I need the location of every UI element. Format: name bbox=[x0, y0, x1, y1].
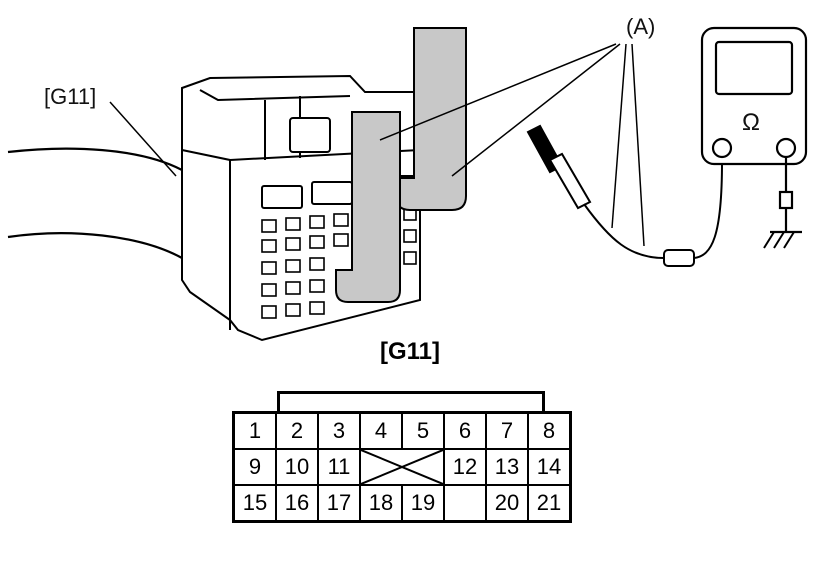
leader-lines bbox=[109, 43, 645, 247]
pin-cell: 8 bbox=[527, 411, 572, 450]
probe-lead bbox=[526, 124, 723, 267]
ohm-symbol: Ω bbox=[742, 109, 760, 136]
pin-cell: 2 bbox=[275, 411, 319, 450]
multimeter bbox=[700, 26, 808, 234]
pin-cell: 15 bbox=[232, 484, 277, 523]
pinout-table: 1 2 3 4 5 6 7 8 9 10 11 12 13 14 15 16 1… bbox=[232, 411, 572, 523]
pin-cell: 17 bbox=[317, 484, 361, 523]
connector-latch bbox=[277, 391, 545, 412]
pin-cell: 13 bbox=[485, 448, 529, 486]
pin-cell: 11 bbox=[317, 448, 361, 486]
pin-row-3: 15 16 17 18 19 20 21 bbox=[232, 484, 572, 523]
pin-cell: 16 bbox=[275, 484, 319, 523]
pin-cell: 6 bbox=[443, 411, 487, 450]
connector-label: [G11] bbox=[44, 84, 96, 109]
harness-wire-upper bbox=[7, 147, 183, 171]
pin-row-1: 1 2 3 4 5 6 7 8 bbox=[232, 411, 572, 450]
pinout-title: [G11] bbox=[379, 338, 441, 365]
pin-cell: 3 bbox=[317, 411, 361, 450]
pin-cell: 4 bbox=[359, 411, 403, 450]
pin-cell: 18 bbox=[359, 484, 403, 523]
pin-cell: 21 bbox=[527, 484, 572, 523]
pin-cell: 19 bbox=[401, 484, 445, 523]
pin-cell: 5 bbox=[401, 411, 445, 450]
pin-cell: 14 bbox=[527, 448, 572, 486]
pin-cell: 9 bbox=[232, 448, 277, 486]
pin-cell: 10 bbox=[275, 448, 319, 486]
connector-cavities bbox=[261, 207, 417, 319]
pin-cell: 12 bbox=[443, 448, 487, 486]
blank-cavity bbox=[359, 448, 445, 486]
key-notch bbox=[443, 484, 487, 522]
cross-mark bbox=[361, 450, 443, 484]
ground-symbol bbox=[763, 231, 795, 249]
pin-row-2: 9 10 11 12 13 14 bbox=[232, 448, 572, 486]
leads-label: (A) bbox=[626, 14, 655, 39]
pin-cell: 20 bbox=[485, 484, 529, 523]
test-probes bbox=[335, 27, 467, 303]
pin-cell: 7 bbox=[485, 411, 529, 450]
harness-wire-lower bbox=[7, 232, 183, 259]
pin-cell: 1 bbox=[232, 411, 277, 450]
